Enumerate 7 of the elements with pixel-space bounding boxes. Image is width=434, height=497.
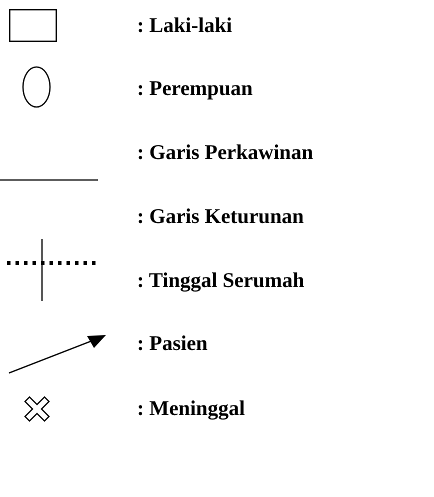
legend-label: : Garis Perkawinan bbox=[137, 140, 314, 164]
legend-label: : Garis Keturunan bbox=[137, 204, 304, 228]
legend-label: : Pasien bbox=[137, 331, 208, 355]
legend-label: : Tinggal Serumah bbox=[137, 268, 304, 292]
legend-label: : Meninggal bbox=[137, 396, 245, 420]
legend-label: : Laki-laki bbox=[137, 13, 232, 37]
legend-label: : Perempuan bbox=[137, 76, 253, 100]
